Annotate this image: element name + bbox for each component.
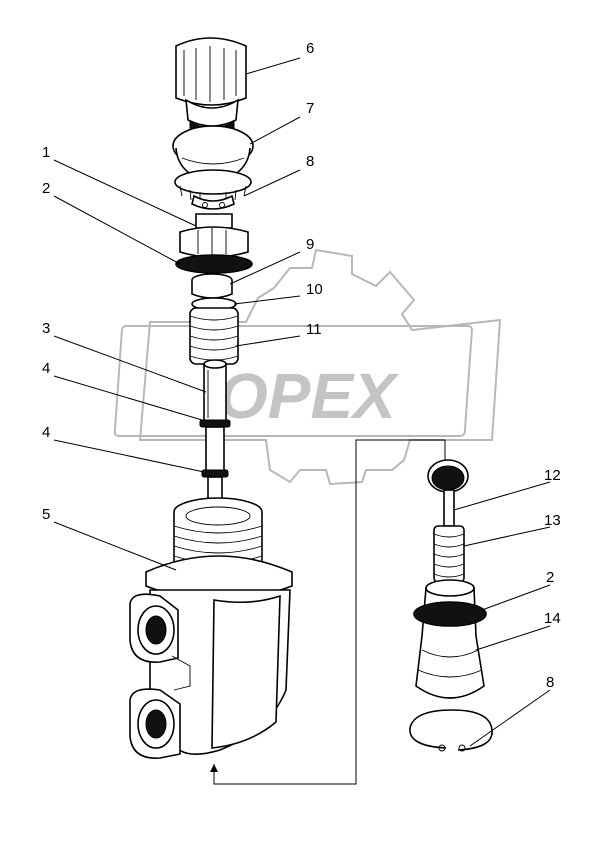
watermark: OPEX (113, 248, 502, 486)
callout-10: 10 (306, 281, 323, 298)
callout-2: 2 (42, 180, 50, 197)
callout-4: 4 (42, 424, 50, 441)
callout-8: 8 (546, 674, 554, 691)
callout-3: 3 (42, 320, 50, 337)
part-12-diaphragm (427, 459, 469, 527)
part-11-spring (189, 307, 239, 365)
part-2-o-ring (175, 254, 253, 274)
callout-14: 14 (544, 610, 561, 627)
callout-7: 7 (306, 100, 314, 117)
part-3-stem (199, 359, 231, 518)
watermark-text: OPEX (218, 360, 399, 432)
callout-9: 9 (306, 236, 314, 253)
part-6-cap (175, 37, 247, 135)
connection-line (210, 439, 446, 785)
watermark-gear-icon (113, 248, 502, 486)
part-1-upper-body (179, 213, 249, 258)
part-8-ring (174, 169, 252, 210)
callout-1: 1 (42, 144, 50, 161)
callout-12: 12 (544, 467, 561, 484)
part-2-o-ring-right (413, 601, 487, 627)
callout-13: 13 (544, 512, 561, 529)
callout-8: 8 (306, 153, 314, 170)
part-9-nut (191, 273, 233, 299)
callout-6: 6 (306, 40, 314, 57)
part-8-retaining-ring (409, 709, 493, 752)
part-5-valve-body (129, 497, 293, 759)
part-13-spring (433, 525, 465, 583)
part-14-piston (415, 579, 485, 699)
callout-5: 5 (42, 506, 50, 523)
callout-labels: 6 7 8 1 2 9 10 11 3 4 4 5 12 13 2 14 8 (42, 40, 561, 691)
callout-11: 11 (306, 321, 322, 338)
callout-4: 4 (42, 360, 50, 377)
leader-lines (53, 57, 551, 747)
callout-2: 2 (546, 569, 554, 586)
